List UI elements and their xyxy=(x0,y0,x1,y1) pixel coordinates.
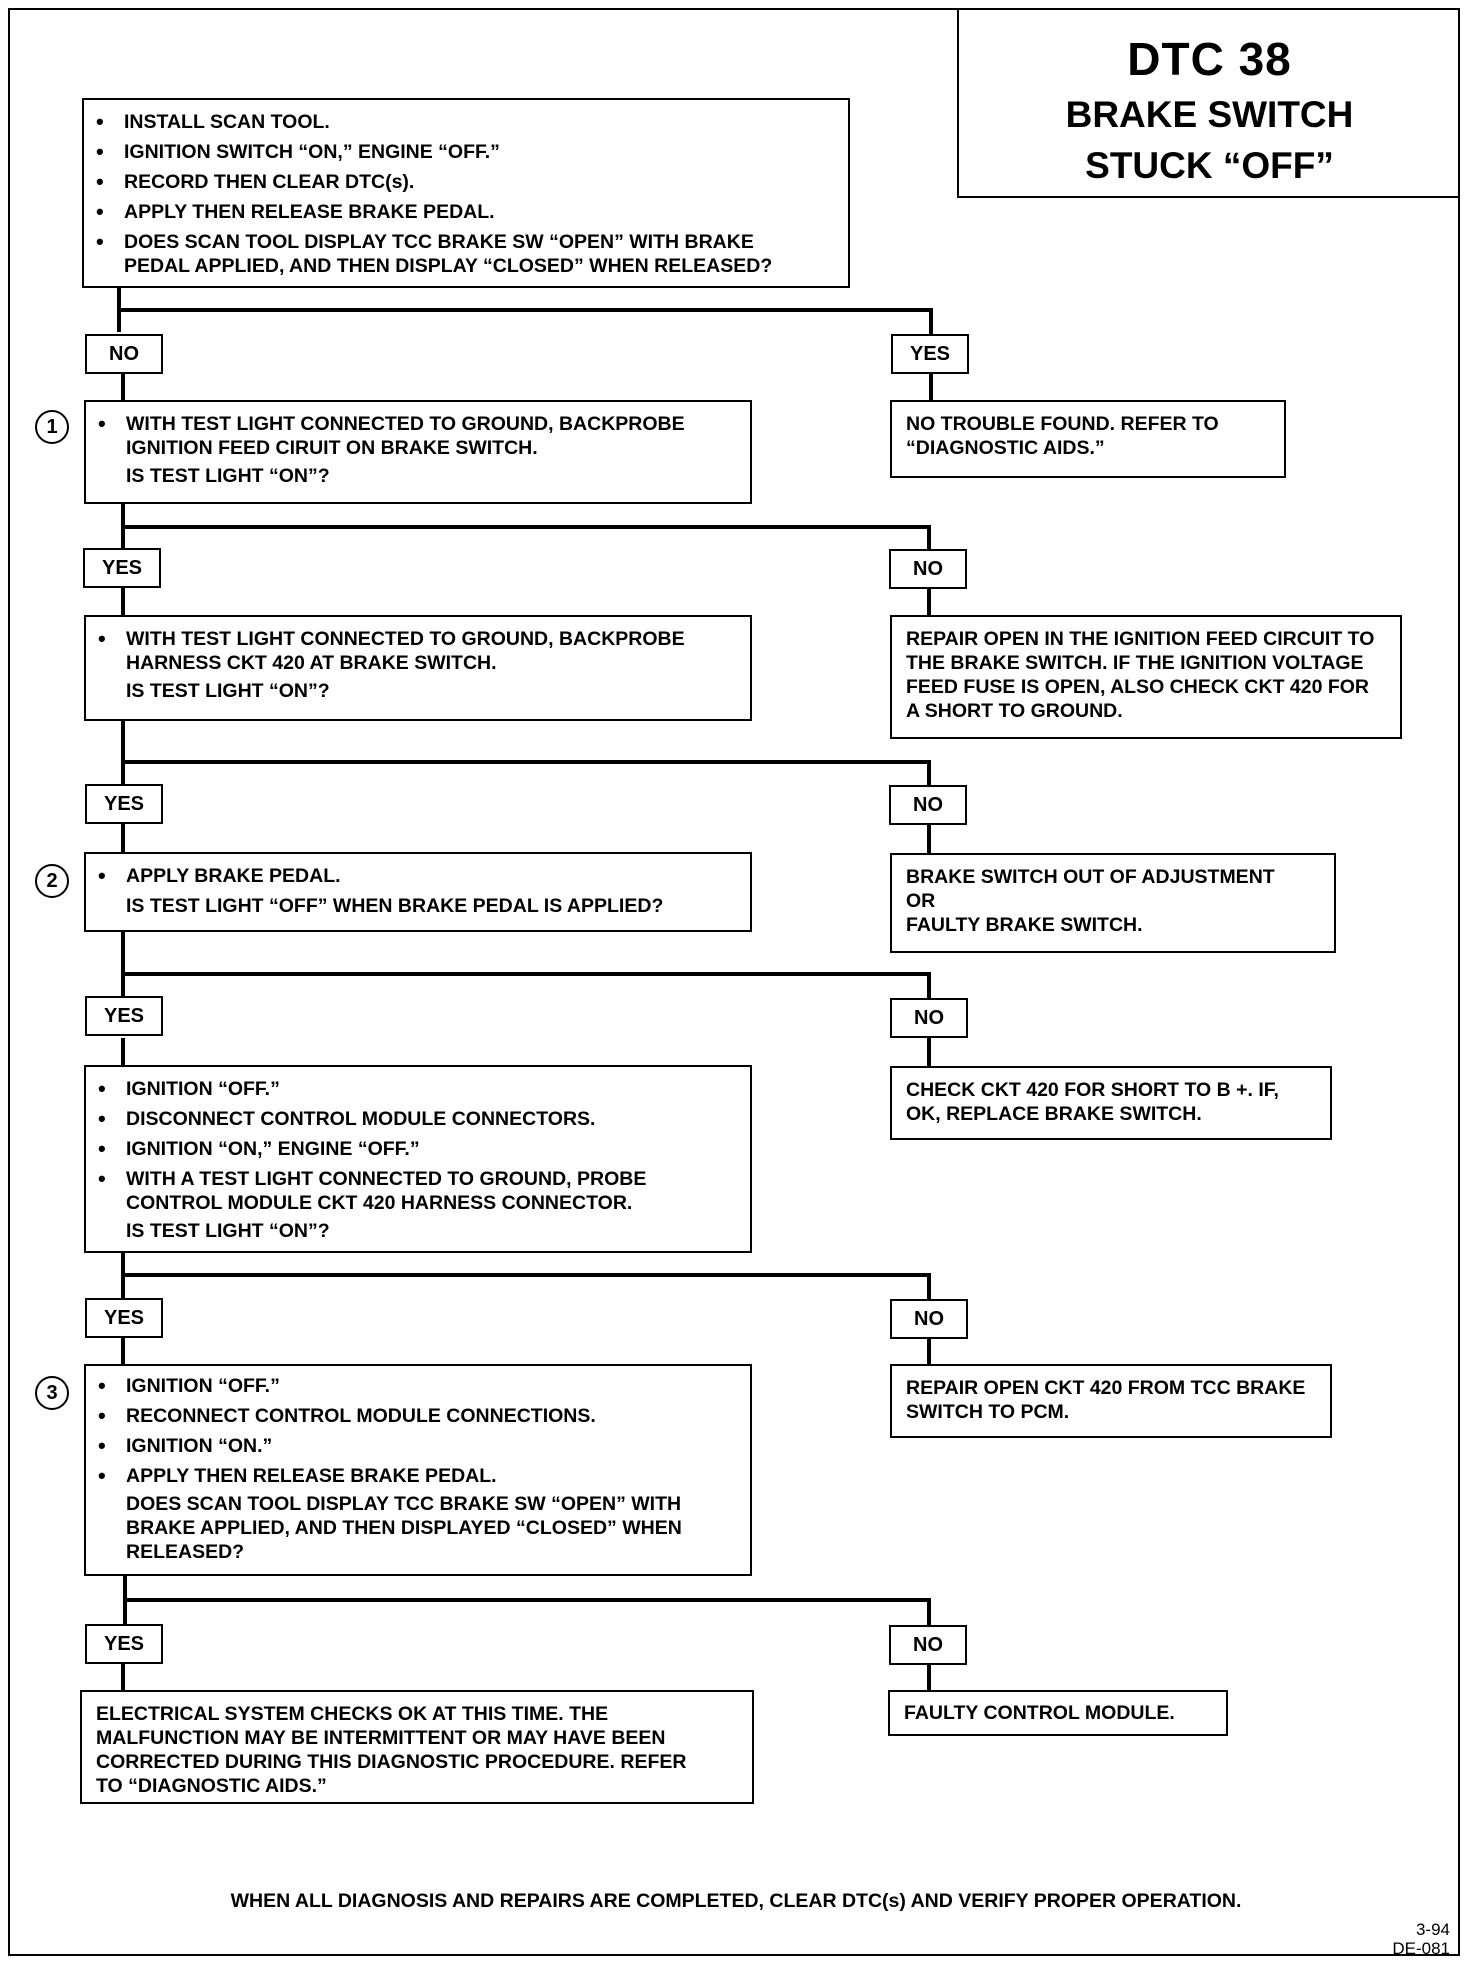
result-brake-switch-line: BRAKE SWITCH OUT OF ADJUSTMENT xyxy=(906,866,1275,888)
result-repair-ignition: REPAIR OPEN IN THE IGNITION FEED CIRCUIT… xyxy=(906,628,1375,722)
yes-label: YES xyxy=(85,784,163,824)
connector xyxy=(927,824,931,854)
no-label: NO xyxy=(889,1625,967,1665)
yes-label: YES xyxy=(85,1624,163,1664)
step-2-bullet: APPLY BRAKE PEDAL. xyxy=(86,864,750,888)
dtc-code: DTC 38 xyxy=(1127,33,1292,85)
start-bullet: INSTALL SCAN TOOL. xyxy=(84,110,848,134)
yes-label: YES xyxy=(83,548,161,588)
connector xyxy=(927,760,931,788)
connector xyxy=(121,930,125,1004)
yes-label: YES xyxy=(891,334,969,374)
result-repair-ckt-box: REPAIR OPEN CKT 420 FROM TCC BRAKE SWITC… xyxy=(890,1364,1332,1438)
connector xyxy=(927,972,931,1002)
no-label: NO xyxy=(890,1299,968,1339)
yes-label: YES xyxy=(85,996,163,1036)
step-2b-bullet: WITH A TEST LIGHT CONNECTED TO GROUND, P… xyxy=(86,1167,750,1215)
step-1b-bullet: WITH TEST LIGHT CONNECTED TO GROUND, BAC… xyxy=(86,627,750,675)
result-repair-ckt: REPAIR OPEN CKT 420 FROM TCC BRAKE SWITC… xyxy=(906,1377,1306,1423)
document-code: 3-94 DE-081 xyxy=(1392,1920,1450,1958)
step-3-bullet: APPLY THEN RELEASE BRAKE PEDAL. xyxy=(86,1464,750,1488)
start-bullet: RECORD THEN CLEAR DTC(s). xyxy=(84,170,848,194)
title-line-2: STUCK “OFF” xyxy=(1085,145,1334,186)
connector xyxy=(121,760,931,764)
result-faulty-module-box: FAULTY CONTROL MODULE. xyxy=(888,1690,1228,1736)
step-1-box: WITH TEST LIGHT CONNECTED TO GROUND, BAC… xyxy=(84,400,752,504)
connector xyxy=(121,525,931,529)
footer-note: WHEN ALL DIAGNOSIS AND REPAIRS ARE COMPL… xyxy=(230,1890,1242,1912)
connector xyxy=(927,1273,931,1303)
connector xyxy=(927,589,931,617)
step-number-1: 1 xyxy=(35,410,69,444)
step-1b-question: IS TEST LIGHT “ON”? xyxy=(126,680,330,702)
result-brake-switch-line: OR xyxy=(906,890,936,912)
connector xyxy=(117,308,933,312)
no-label: NO xyxy=(889,549,967,589)
step-number-2: 2 xyxy=(35,864,69,898)
start-step-box: INSTALL SCAN TOOL. IGNITION SWITCH “ON,”… xyxy=(82,98,850,288)
step-2b-box: IGNITION “OFF.” DISCONNECT CONTROL MODUL… xyxy=(84,1065,752,1253)
connector xyxy=(929,374,933,402)
connector xyxy=(121,720,125,788)
step-1-bullet: WITH TEST LIGHT CONNECTED TO GROUND, BAC… xyxy=(86,412,750,460)
yes-label: YES xyxy=(85,1298,163,1338)
step-2b-bullet: DISCONNECT CONTROL MODULE CONNECTORS. xyxy=(86,1107,750,1131)
connector xyxy=(927,1038,931,1068)
result-system-ok-box: ELECTRICAL SYSTEM CHECKS OK AT THIS TIME… xyxy=(80,1690,754,1804)
step-1-question: IS TEST LIGHT “ON”? xyxy=(126,465,330,487)
document-date: 3-94 xyxy=(1415,1920,1450,1939)
result-check-ckt-box: CHECK CKT 420 FOR SHORT TO B +. IF, OK, … xyxy=(890,1066,1332,1140)
title-block: DTC 38 BRAKE SWITCH STUCK “OFF” xyxy=(957,8,1460,198)
connector xyxy=(121,1336,125,1366)
result-repair-ignition-box: REPAIR OPEN IN THE IGNITION FEED CIRCUIT… xyxy=(890,615,1402,739)
start-bullet: APPLY THEN RELEASE BRAKE PEDAL. xyxy=(84,200,848,224)
step-2-box: APPLY BRAKE PEDAL. IS TEST LIGHT “OFF” W… xyxy=(84,852,752,932)
connector xyxy=(121,586,125,616)
connector xyxy=(927,1664,931,1692)
connector xyxy=(123,1598,931,1602)
step-3-bullet: RECONNECT CONTROL MODULE CONNECTIONS. xyxy=(86,1404,750,1428)
step-2b-bullet: IGNITION “ON,” ENGINE “OFF.” xyxy=(86,1137,750,1161)
start-bullet: DOES SCAN TOOL DISPLAY TCC BRAKE SW “OPE… xyxy=(84,230,848,278)
result-check-ckt: CHECK CKT 420 FOR SHORT TO B +. IF, OK, … xyxy=(906,1079,1279,1125)
connector xyxy=(121,1662,125,1692)
connector xyxy=(929,308,933,338)
start-bullet: IGNITION SWITCH “ON,” ENGINE “OFF.” xyxy=(84,140,848,164)
step-2-question: IS TEST LIGHT “OFF” WHEN BRAKE PEDAL IS … xyxy=(126,895,664,917)
result-no-trouble-box: NO TROUBLE FOUND. REFER TO “DIAGNOSTIC A… xyxy=(890,400,1286,478)
step-1b-box: WITH TEST LIGHT CONNECTED TO GROUND, BAC… xyxy=(84,615,752,721)
connector xyxy=(121,1273,931,1277)
no-label: NO xyxy=(890,998,968,1038)
result-brake-switch-line: FAULTY BRAKE SWITCH. xyxy=(906,914,1143,936)
document-id: DE-081 xyxy=(1392,1939,1450,1958)
no-label: NO xyxy=(85,334,163,374)
step-3-bullet: IGNITION “ON.” xyxy=(86,1434,750,1458)
connector xyxy=(927,1339,931,1367)
connector xyxy=(121,824,125,854)
result-brake-switch-box: BRAKE SWITCH OUT OF ADJUSTMENT OR FAULTY… xyxy=(890,853,1336,953)
result-brake-switch-text: BRAKE SWITCH OUT OF ADJUSTMENT OR FAULTY… xyxy=(892,865,1334,943)
connector xyxy=(927,1598,931,1628)
step-2b-question: IS TEST LIGHT “ON”? xyxy=(126,1220,330,1242)
result-faulty-module: FAULTY CONTROL MODULE. xyxy=(904,1702,1175,1724)
result-no-trouble: NO TROUBLE FOUND. REFER TO “DIAGNOSTIC A… xyxy=(906,413,1219,459)
title-line-1: BRAKE SWITCH xyxy=(1065,94,1354,135)
step-3-bullet: IGNITION “OFF.” xyxy=(86,1374,750,1398)
step-3-question: DOES SCAN TOOL DISPLAY TCC BRAKE SW “OPE… xyxy=(126,1493,682,1563)
step-number-3: 3 xyxy=(35,1376,69,1410)
no-label: NO xyxy=(889,785,967,825)
result-system-ok: ELECTRICAL SYSTEM CHECKS OK AT THIS TIME… xyxy=(96,1703,687,1797)
connector xyxy=(927,525,931,553)
connector xyxy=(121,1038,125,1068)
connector xyxy=(121,972,931,976)
page-frame xyxy=(8,8,1460,1956)
step-2b-bullet: IGNITION “OFF.” xyxy=(86,1077,750,1101)
connector xyxy=(121,374,125,402)
step-3-box: IGNITION “OFF.” RECONNECT CONTROL MODULE… xyxy=(84,1364,752,1576)
